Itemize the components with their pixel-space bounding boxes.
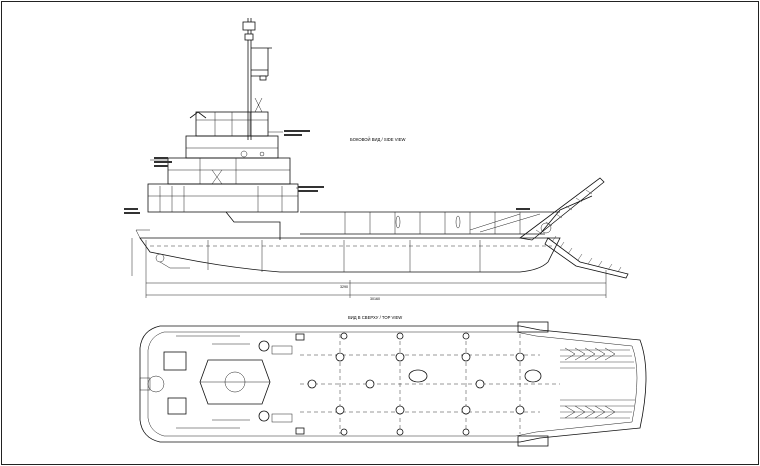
hull-side — [135, 229, 561, 273]
dim-overall-length: 30160 — [370, 297, 380, 301]
hull-plan-outline — [139, 325, 647, 443]
side-view: БОКОВОЙ ВИД / SIDE VIEW — [124, 18, 629, 301]
top-view-title: ВИД В СВЕРХУ / TOP VIEW — [348, 315, 402, 320]
mast — [242, 18, 272, 140]
side-callouts — [124, 130, 530, 214]
side-view-title: БОКОВОЙ ВИД / SIDE VIEW — [350, 137, 406, 142]
wheelhouse — [147, 111, 299, 240]
dim-mid: 3290 — [340, 285, 348, 289]
ramp-plan — [517, 321, 635, 447]
bulwark — [300, 211, 560, 235]
dimension-lines: 30160 3290 — [131, 238, 607, 301]
aft-machinery — [139, 335, 293, 429]
deck-grid — [300, 334, 560, 434]
bow-ramp — [469, 177, 629, 279]
top-view: ВИД В СВЕРХУ / TOP VIEW — [139, 315, 647, 447]
deck-fittings — [258, 332, 542, 436]
